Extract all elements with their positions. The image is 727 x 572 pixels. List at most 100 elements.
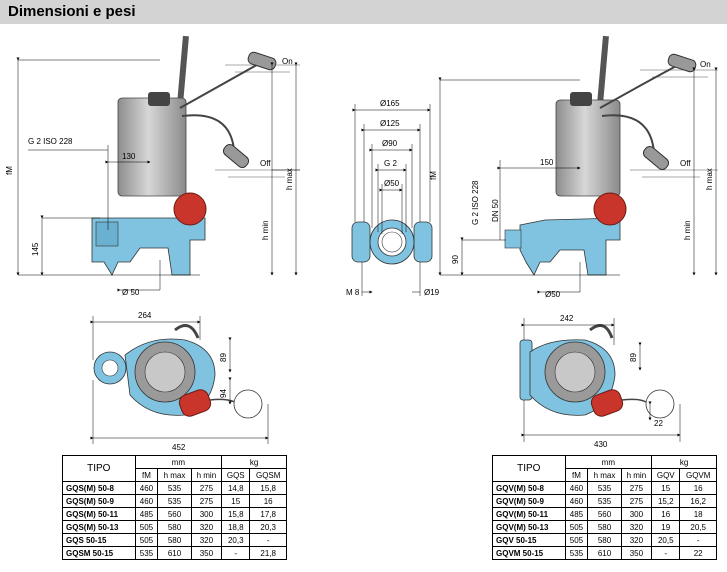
flange-d50-label: Ø50 <box>384 179 400 188</box>
header-model2: GQVM <box>679 468 717 482</box>
gqs-float-on <box>247 51 277 71</box>
cell-hmax: 535 <box>587 481 622 495</box>
gqs-top-float <box>178 389 212 417</box>
header-mm: mm <box>134 455 223 469</box>
gqv-d89-label: 89 <box>629 353 638 362</box>
header-fm: fM <box>564 468 589 482</box>
gqv-red-float <box>593 192 627 226</box>
cell-fm: 460 <box>564 481 589 495</box>
gqs-base <box>91 217 206 276</box>
gqv-float-off <box>642 145 670 171</box>
cell-fm: 485 <box>564 507 589 521</box>
gqs-float-off <box>222 143 250 169</box>
header-hmax: h max <box>587 468 622 482</box>
gqv-g2iso-label: G 2 ISO 228 <box>471 180 480 225</box>
header-hmax: h max <box>157 468 192 482</box>
cell-m2: 16 <box>249 494 287 508</box>
cell-hmin: 300 <box>190 507 223 521</box>
gqs-d452-label: 452 <box>172 443 186 452</box>
section-title: Dimensioni e pesi <box>8 3 136 20</box>
cell-hmin: 350 <box>620 546 653 560</box>
gqs-side-view: fM G 2 ISO 228 130 145 Ø 50 On Off h min… <box>5 35 300 297</box>
cell-fm: 505 <box>564 533 589 547</box>
table-header-row: TIPO mm kg <box>62 455 287 482</box>
cell-hmax: 610 <box>587 546 622 560</box>
cell-m2: 16,2 <box>679 494 717 508</box>
cell-m1: 20,3 <box>221 533 251 547</box>
cell-m2: 20,3 <box>249 520 287 534</box>
cell-m2: 16 <box>679 481 717 495</box>
gqv-float-on <box>667 53 697 73</box>
gqs-handle <box>176 35 189 107</box>
flange-g2-label: G 2 <box>384 159 397 168</box>
cell-hmax: 560 <box>157 507 192 521</box>
cell-m1: 18,8 <box>221 520 251 534</box>
cell-m2: 22 <box>679 546 717 560</box>
gqs-d50-label: Ø 50 <box>122 288 140 297</box>
gqv-d242-label: 242 <box>560 314 574 323</box>
cell-m1: 15,8 <box>221 507 251 521</box>
gqv-on-label: On <box>700 60 711 69</box>
gqv-spec-table: TIPO mm kg fM h max h min GQV GQVM GQV(M… <box>492 455 717 560</box>
gqv-hmin-label: h min <box>683 220 692 240</box>
gqv-d50-label: Ø50 <box>545 290 561 299</box>
cell-m2: - <box>249 533 287 547</box>
cell-tipo: GQS(M) 50-8 <box>62 481 136 495</box>
header-mm: mm <box>564 455 653 469</box>
header-hmin: h min <box>620 468 653 482</box>
gqs-motor-body <box>117 97 187 197</box>
cell-m2: 21,8 <box>249 546 287 560</box>
gqs-d94-label: 94 <box>219 389 228 398</box>
gqs-hmax-label: h max <box>285 168 294 190</box>
flange-m8-label: M 8 <box>346 288 360 297</box>
cell-hmin: 320 <box>190 533 223 547</box>
gqs-fm-label: fM <box>5 166 14 175</box>
cell-m1: 15 <box>651 481 681 495</box>
cell-m1: 14,8 <box>221 481 251 495</box>
cell-hmax: 535 <box>587 494 622 508</box>
gqv-side-view: fM G 2 ISO 228 DN 50 150 90 Ø50 On Off h… <box>429 35 718 299</box>
cell-tipo: GQV 50-15 <box>492 533 566 547</box>
gqv-off-label: Off <box>680 159 691 168</box>
cell-fm: 485 <box>134 507 159 521</box>
table-header-row: TIPO mm kg <box>492 455 717 482</box>
gqs-off-label: Off <box>260 159 271 168</box>
cell-tipo: GQV(M) 50-8 <box>492 481 566 495</box>
cell-m1: 19 <box>651 520 681 534</box>
gqs-g2iso-label: G 2 ISO 228 <box>28 137 73 146</box>
gqs-red-float <box>173 192 207 226</box>
cell-m2: 18 <box>679 507 717 521</box>
header-fm: fM <box>134 468 159 482</box>
cell-tipo: GQS(M) 50-9 <box>62 494 136 508</box>
header-hmin: h min <box>190 468 223 482</box>
cell-tipo: GQV(M) 50-9 <box>492 494 566 508</box>
gqv-base <box>519 217 621 276</box>
cell-fm: 460 <box>564 494 589 508</box>
cell-hmin: 275 <box>190 494 223 508</box>
header-kg: kg <box>221 455 287 469</box>
cell-tipo: GQS 50-15 <box>62 533 136 547</box>
cell-hmin: 275 <box>620 494 653 508</box>
cell-fm: 505 <box>134 520 159 534</box>
section-header: Dimensioni e pesi <box>0 0 727 24</box>
cell-fm: 505 <box>134 533 159 547</box>
cell-hmin: 320 <box>190 520 223 534</box>
gqs-d264-label: 264 <box>138 311 152 320</box>
cell-tipo: GQS(M) 50-13 <box>62 520 136 534</box>
cell-m1: 15,2 <box>651 494 681 508</box>
cell-hmax: 580 <box>587 533 622 547</box>
gqv-handle <box>596 35 609 107</box>
cell-tipo: GQV(M) 50-11 <box>492 507 566 521</box>
cell-hmax: 560 <box>587 507 622 521</box>
cell-hmax: 580 <box>587 520 622 534</box>
cell-hmin: 275 <box>190 481 223 495</box>
cell-m2: - <box>679 533 717 547</box>
gqv-d150-label: 150 <box>540 158 554 167</box>
